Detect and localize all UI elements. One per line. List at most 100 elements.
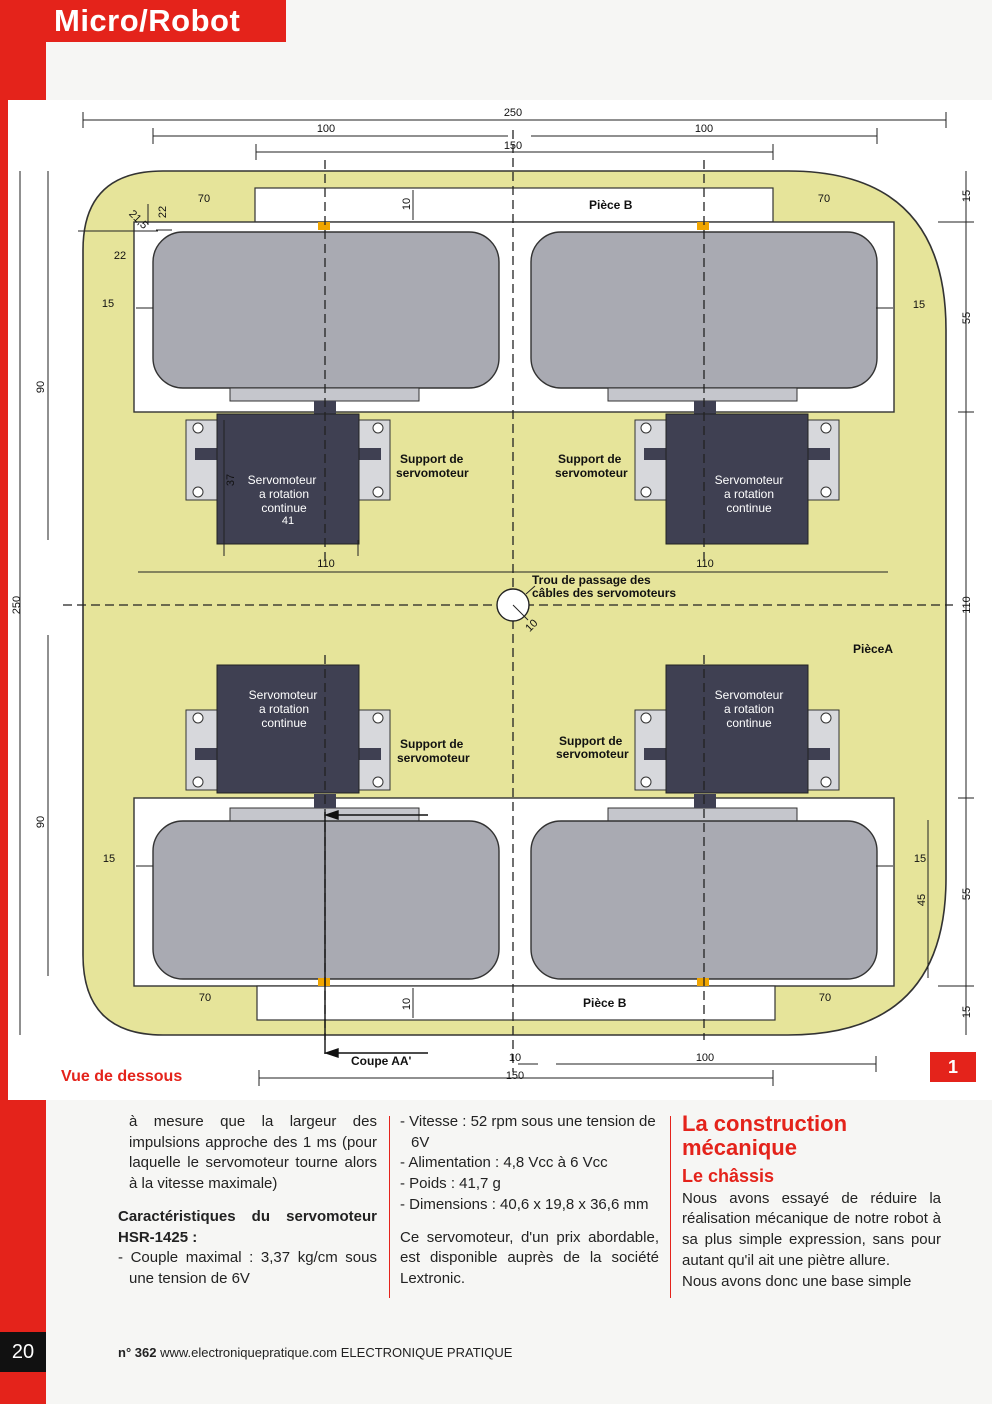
dim-55-right-bottom: 55 (961, 888, 973, 900)
column-divider-1 (389, 1116, 390, 1298)
section-title-line2: mécanique (682, 1135, 797, 1160)
marker-bottom-right (697, 978, 709, 986)
dim-110-left: 110 (317, 558, 335, 570)
servo-br-2: a rotation (724, 702, 774, 716)
footer-url: www.electroniquepratique.com (160, 1345, 338, 1360)
support-tl-2: servomoteur (396, 466, 469, 480)
axle-bottom-right (694, 794, 716, 808)
dim-22-side: 22 (114, 250, 126, 262)
dim-250-left: 250 (11, 596, 23, 614)
dim-100-top-left: 100 (317, 123, 335, 135)
dim-110-right-servo: 110 (696, 558, 714, 570)
marker-top-left (318, 222, 330, 230)
support-br-1: Support de (559, 734, 623, 748)
support-bl-2: servomoteur (397, 751, 470, 765)
dim-15-top-right: 15 (913, 299, 925, 311)
article-column-2: - Vitesse : 52 rpm sous une tension de 6… (400, 1112, 659, 1290)
dim-250-top: 250 (504, 107, 522, 119)
label-trou-line2: câbles des servomoteurs (532, 586, 676, 600)
support-tr-1: Support de (558, 452, 622, 466)
dim-70-bottom-right: 70 (819, 992, 831, 1004)
section-title-line1: La construction (682, 1111, 848, 1136)
dim-70-top-left: 70 (198, 193, 210, 205)
article-column-1: à mesure que la largeur des impulsions a… (118, 1112, 377, 1290)
paragraph-lextronic: Ce servomoteur, d'un prix abordable, est… (400, 1228, 659, 1287)
footer: n° 362 www.electroniquepratique.com ELEC… (118, 1345, 512, 1360)
dim-45: 45 (916, 894, 928, 906)
dim-110-right: 110 (961, 596, 973, 614)
column-divider-2 (670, 1116, 671, 1298)
section-header: Micro/Robot (46, 0, 286, 42)
figure-number: 1 (930, 1052, 976, 1082)
dimension-lines (19, 112, 974, 1086)
label-coupe: Coupe AA' (351, 1054, 412, 1068)
servo-bottom-left (185, 664, 391, 794)
footer-magazine: ELECTRONIQUE PRATIQUE (340, 1345, 513, 1360)
dim-10-bottom-center: 10 (509, 1052, 521, 1064)
dim-55-right-top: 55 (961, 312, 973, 324)
dim-90-bottom: 90 (35, 816, 47, 828)
dim-15-bottom-left: 15 (103, 853, 115, 865)
piece-b-bottom-tab (256, 985, 776, 1021)
paragraph-chassis: Nous avons essayé de réduire la réalisat… (682, 1189, 941, 1269)
section-title: Micro/Robot (54, 3, 241, 38)
servo-top-left (185, 413, 391, 545)
section-line-aa (323, 810, 428, 1058)
dim-70-bottom-left: 70 (199, 992, 211, 1004)
subsection-title: Le châssis (682, 1166, 775, 1186)
spec-alimentation: - Alimentation : 4,8 Vcc à 6 Vcc (400, 1154, 608, 1172)
figure-caption: Vue de dessous (61, 1068, 183, 1085)
servo-br-1: Servomoteur (715, 688, 784, 702)
servo-bl-1: Servomoteur (249, 688, 318, 702)
support-br-2: servomoteur (556, 747, 629, 761)
drawing-svg: 250 100 100 150 70 70 22 21,5 22 15 15 1… (11, 107, 974, 1086)
dim-41: 41 (282, 515, 294, 527)
support-bl-1: Support de (400, 737, 464, 751)
servo-tr-3: continue (726, 501, 772, 515)
dim-15-right-top: 15 (961, 190, 973, 202)
servo-tr-1: Servomoteur (715, 473, 784, 487)
marker-bottom-left (318, 978, 330, 986)
spec-vitesse: - Vitesse : 52 rpm sous une tension de 6… (400, 1113, 656, 1151)
technical-drawing: 250 100 100 150 70 70 22 21,5 22 15 15 1… (8, 100, 992, 1100)
servo-br-3: continue (726, 716, 772, 730)
dim-100-bottom: 100 (696, 1052, 714, 1064)
servo-tl-2: a rotation (259, 487, 309, 501)
dim-10-top: 10 (401, 198, 413, 210)
label-piece-b-top: Pièce B (589, 198, 633, 212)
servo-bottom-right (634, 664, 840, 794)
dim-90-top: 90 (35, 381, 47, 393)
servo-tl-3: continue (261, 501, 307, 515)
label-trou-line1: Trou de passage des (532, 573, 651, 587)
servo-tr-2: a rotation (724, 487, 774, 501)
hub-bottom-right (607, 807, 798, 822)
dim-15-right-bottom: 15 (961, 1006, 973, 1018)
heading-caracteristiques: Caractéristiques du servomoteur HSR-1425… (118, 1207, 377, 1246)
dim-15-top-left: 15 (102, 298, 114, 310)
dim-10-bottom: 10 (401, 998, 413, 1010)
axle-top-left (314, 401, 336, 415)
servo-bl-3: continue (261, 716, 307, 730)
axle-top-right (694, 401, 716, 415)
footer-issue: n° 362 (118, 1345, 157, 1360)
article-column-3: La construction mécanique Le châssis Nou… (682, 1112, 941, 1292)
servo-bl-2: a rotation (259, 702, 309, 716)
dim-100-top-right: 100 (695, 123, 713, 135)
dim-70-top-right: 70 (818, 193, 830, 205)
dim-150-top: 150 (504, 140, 522, 152)
spec-dimensions: - Dimensions : 40,6 x 19,8 x 36,6 mm (400, 1195, 649, 1213)
support-tl-1: Support de (400, 452, 464, 466)
spec-couple: - Couple maximal : 3,37 kg/cm sous une t… (118, 1249, 377, 1287)
paragraph-impulsions: à mesure que la largeur des impulsions a… (129, 1113, 377, 1193)
marker-top-right (697, 222, 709, 230)
dim-15-bottom-right: 15 (914, 853, 926, 865)
paragraph-base: Nous avons donc une base simple (682, 1272, 912, 1290)
page-number: 20 (0, 1332, 46, 1372)
hub-top-right (607, 387, 798, 402)
dim-22-top: 22 (157, 206, 169, 218)
dim-37: 37 (225, 474, 237, 486)
wheel-top-left (152, 231, 500, 389)
piece-b-top-tab (254, 187, 774, 223)
label-piece-b-bottom: Pièce B (583, 996, 627, 1010)
servo-tl-1: Servomoteur (248, 473, 317, 487)
